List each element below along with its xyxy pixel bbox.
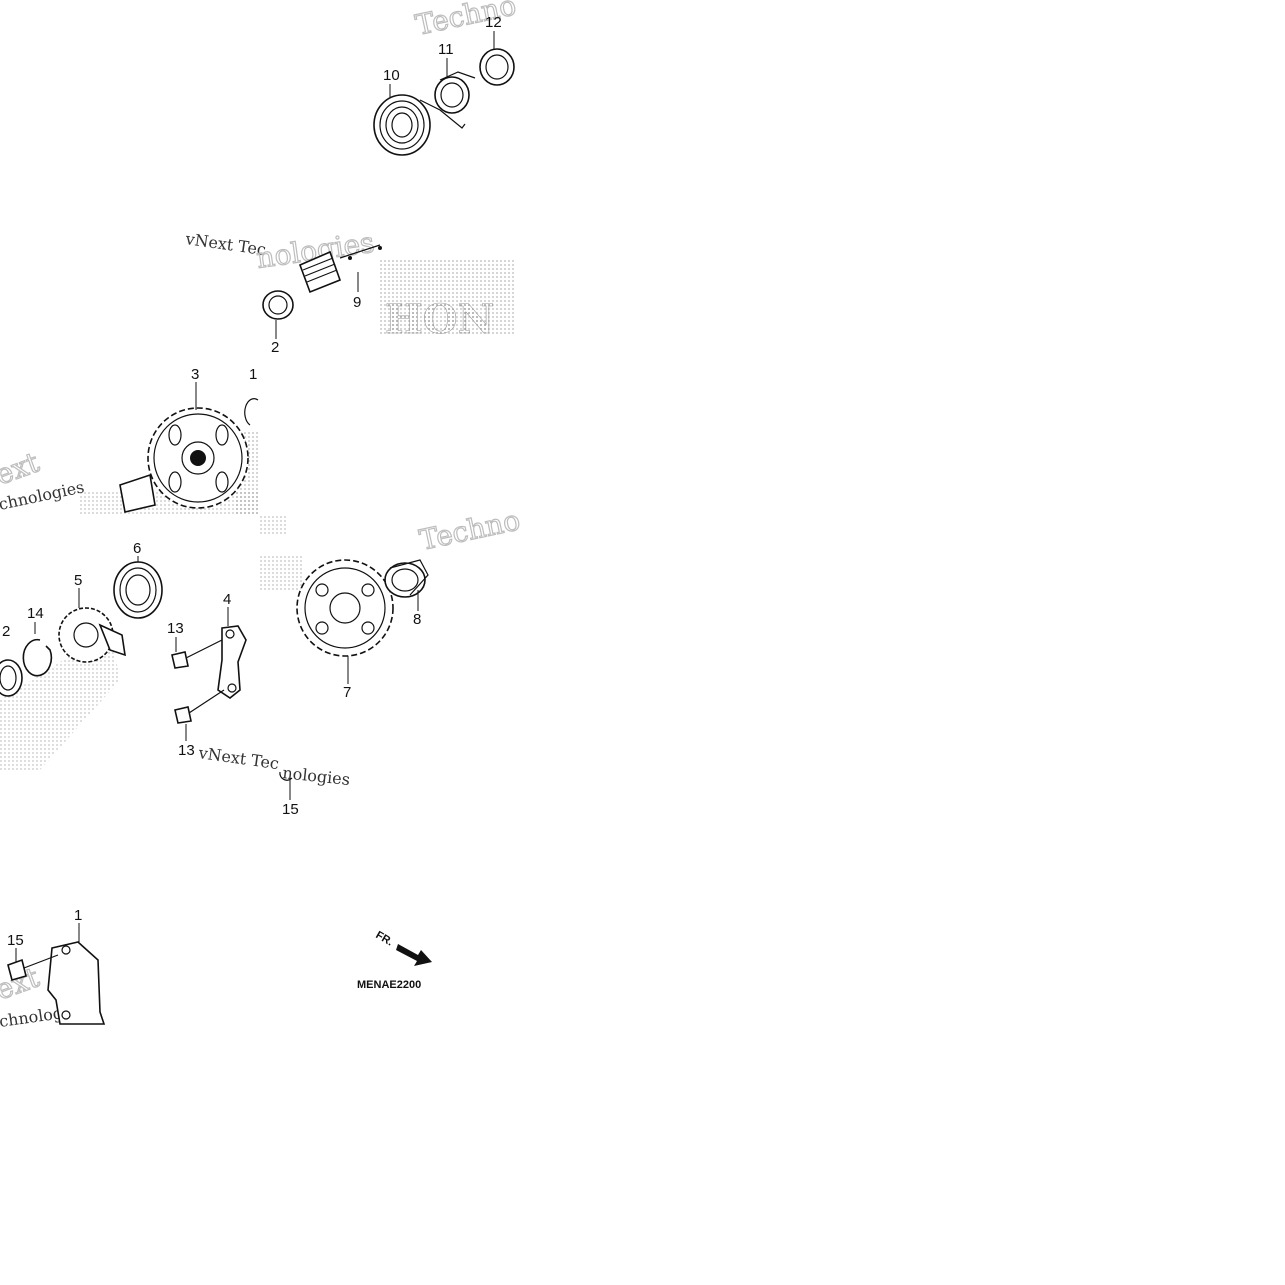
- partial-part-edge: [244, 398, 259, 426]
- part-7-gear[interactable]: [296, 559, 394, 657]
- callout-14: 14: [27, 605, 44, 622]
- callout-2: 2: [2, 623, 10, 640]
- watermark-text: nologies: [282, 763, 351, 789]
- part-8-bushing[interactable]: [384, 559, 429, 598]
- callout-13: 13: [178, 742, 195, 759]
- callout-15: 15: [282, 801, 299, 818]
- watermark-text: vNext Tec: [196, 743, 280, 773]
- watermark-layer: Techno vNext Tec nologies Techno vNext T…: [0, 0, 524, 1031]
- part-14-circlip[interactable]: [22, 638, 53, 677]
- callout-7: 7: [343, 684, 351, 701]
- part-15-bolt-lower[interactable]: [7, 954, 59, 981]
- part-6-spring[interactable]: [113, 561, 163, 619]
- callout-12: 12: [485, 14, 502, 31]
- leader-lines: [15, 31, 495, 962]
- dotted-fill-areas: [0, 258, 516, 770]
- watermark-text: Techno: [417, 503, 523, 556]
- callout-1-partial: 1: [249, 366, 257, 383]
- part-3-gear[interactable]: [119, 407, 249, 513]
- callout-2: 2: [271, 339, 279, 356]
- callout-1: 1: [74, 907, 82, 924]
- diagram-code: MENAE2200: [357, 979, 421, 991]
- part-1-cover[interactable]: [47, 941, 106, 1025]
- callout-6: 6: [133, 540, 141, 557]
- callout-3: 3: [191, 366, 199, 383]
- callout-4: 4: [223, 591, 231, 608]
- direction-arrow-icon: [396, 944, 432, 966]
- callout-9: 9: [353, 294, 361, 311]
- part-12-washer[interactable]: [479, 48, 515, 86]
- part-11-collar[interactable]: [434, 71, 476, 114]
- part-13-bolt-lower[interactable]: [174, 689, 225, 724]
- callout-13: 13: [167, 620, 184, 637]
- callout-11: 11: [438, 41, 454, 58]
- part-9-shaft[interactable]: [298, 244, 382, 294]
- part-13-bolt-upper[interactable]: [171, 639, 223, 669]
- part-2-bushing[interactable]: [262, 290, 294, 320]
- callout-8: 8: [413, 611, 421, 628]
- watermark-text: Techno: [413, 0, 519, 42]
- callout-labels: 10 11 12 9 2 3 1 6 5 14 2 4 13 13 7 8 15…: [2, 14, 502, 949]
- callout-10: 10: [383, 67, 400, 84]
- watermark-text: ext: [0, 445, 44, 491]
- part-4-plate[interactable]: [217, 625, 247, 699]
- callout-5: 5: [74, 572, 82, 589]
- part-2-washer[interactable]: [0, 659, 23, 697]
- part-5-ratchet[interactable]: [58, 607, 126, 663]
- brand-watermark: HON: [385, 296, 494, 343]
- part-10-spring[interactable]: [373, 94, 466, 156]
- front-direction-indicator: FR.: [374, 929, 432, 966]
- part-15-bolt-upper[interactable]: [279, 771, 293, 781]
- direction-label: FR.: [374, 929, 395, 948]
- callout-15: 15: [7, 932, 24, 949]
